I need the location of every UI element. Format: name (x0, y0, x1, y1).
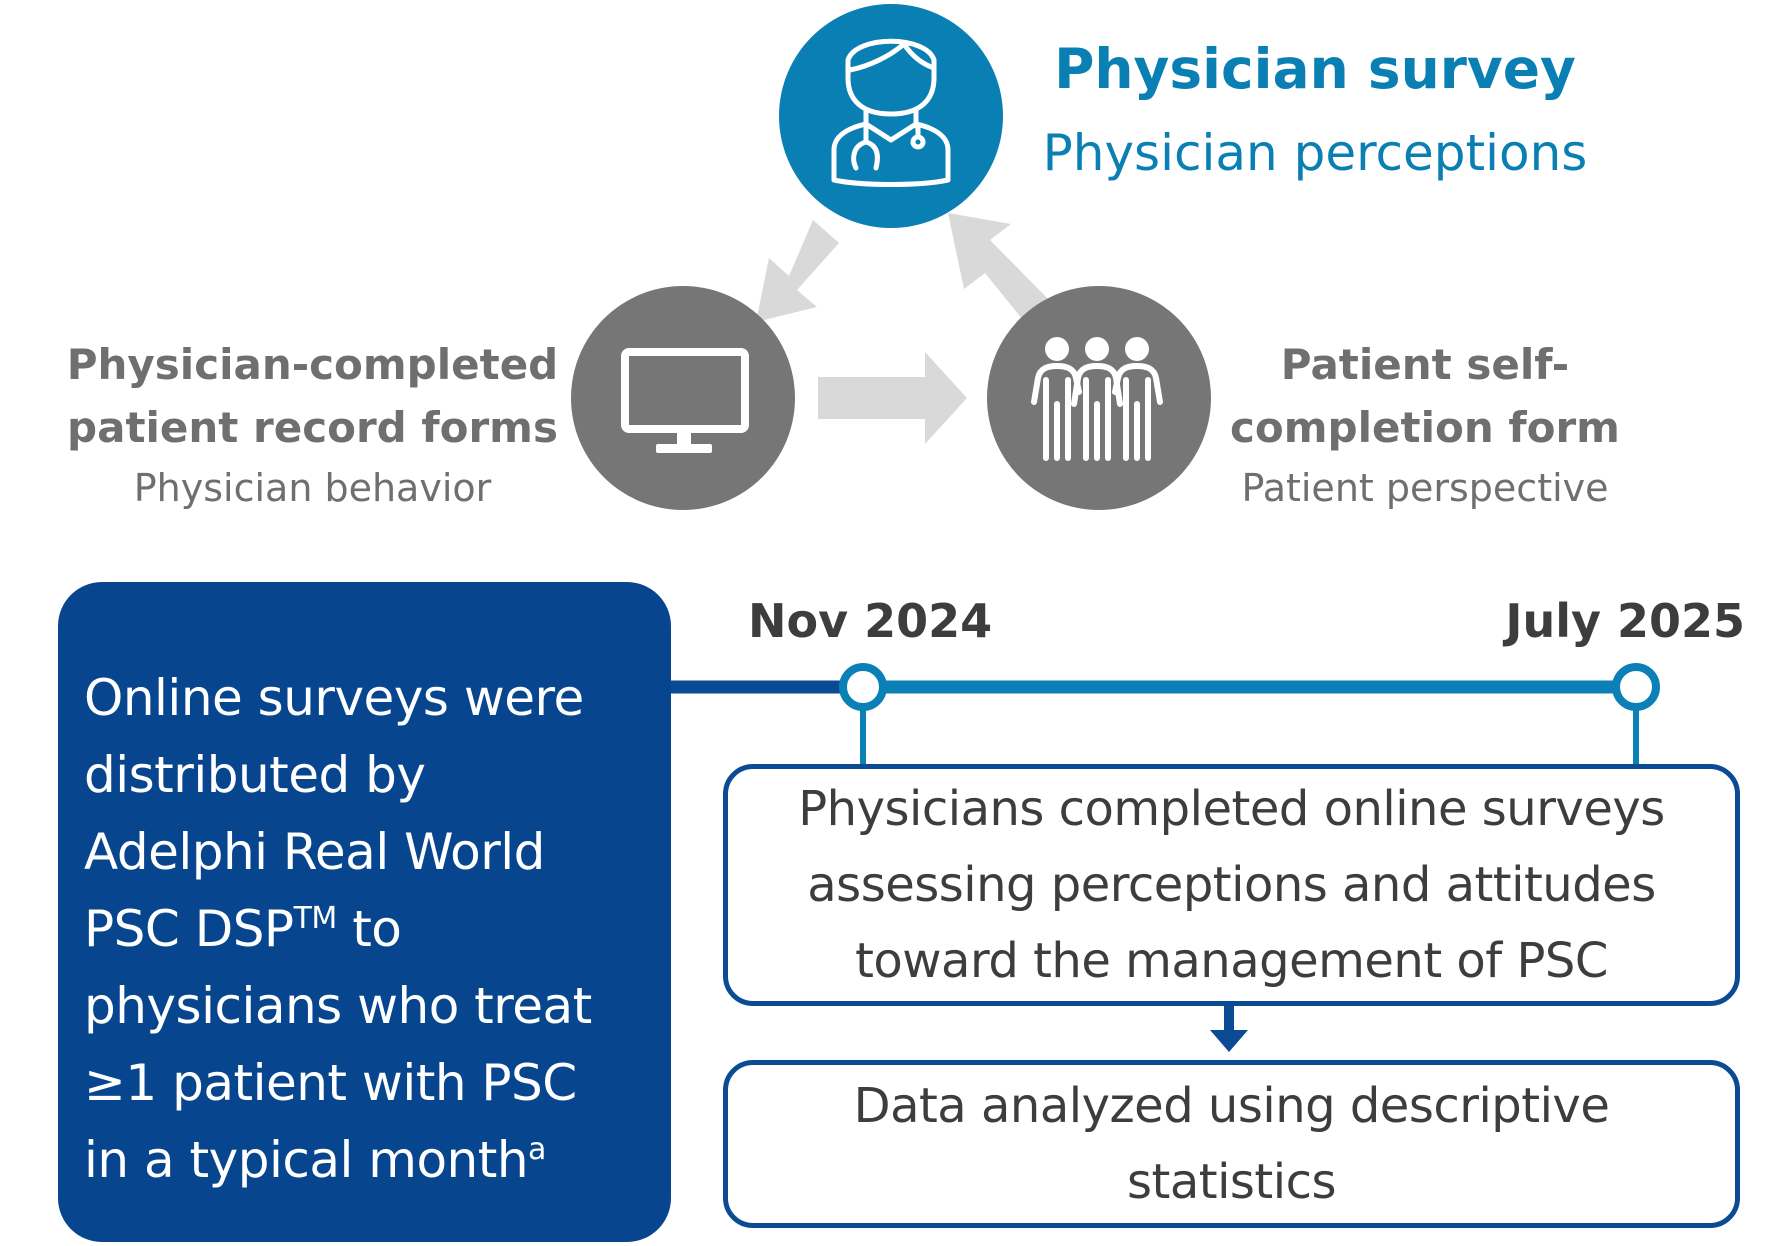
process-box-analysis: Data analyzed using descriptive statisti… (723, 1060, 1740, 1228)
info-line-3: Adelphi Real World (84, 823, 545, 881)
computer-monitor-icon (571, 286, 795, 510)
arrow-left-to-right (818, 352, 967, 444)
info-line-6: ≥1 patient with PSC (84, 1054, 577, 1112)
footnote-superscript: a (528, 1132, 546, 1167)
info-line-4-main: PSC DSP (84, 900, 294, 958)
process-box-analysis-text: Data analyzed using descriptive statisti… (853, 1078, 1610, 1210)
left-node-subtitle: Physician behavior (133, 466, 492, 510)
timeline-start-label: Nov 2024 (748, 594, 993, 648)
timeline-start-marker (839, 663, 887, 711)
top-node-subtitle: Physician perceptions (1042, 124, 1588, 182)
left-node-label: Physician-completed patient record forms… (40, 333, 585, 517)
top-node-title: Physician survey (1054, 37, 1576, 101)
info-line-4: PSC DSPTM to (84, 891, 671, 968)
right-node-subtitle: Patient perspective (1241, 466, 1609, 510)
arrow-top-to-left (756, 220, 839, 322)
trademark-superscript: TM (293, 901, 338, 936)
left-node-title-line1: Physician-completed (66, 340, 559, 389)
down-arrow-icon (1210, 1002, 1248, 1052)
info-line-7: in a typical montha (84, 1122, 671, 1199)
patients-group-icon (987, 286, 1211, 510)
process-box-surveys: Physicians completed online surveys asse… (723, 764, 1740, 1006)
physician-icon (779, 4, 1003, 228)
right-node-label: Patient self- completion form Patient pe… (1215, 333, 1635, 517)
info-line-4-end: to (336, 900, 402, 958)
timeline (671, 663, 1660, 764)
timeline-end-marker (1612, 663, 1660, 711)
right-node-title-line1: Patient self- (1280, 340, 1570, 389)
info-line-1: Online surveys were (84, 669, 584, 727)
info-line-2: distributed by (84, 746, 426, 804)
info-line-5: physicians who treat (84, 977, 592, 1035)
left-node-title-line2: patient record forms (67, 403, 558, 452)
arrow-right-to-top (948, 213, 1054, 325)
info-line-7-main: in a typical month (84, 1131, 529, 1189)
survey-info-box: Online surveys were distributed by Adelp… (58, 582, 671, 1242)
timeline-end-label: July 2025 (1505, 594, 1745, 648)
process-box-surveys-text: Physicians completed online surveys asse… (798, 781, 1665, 989)
right-node-title-line2: completion form (1230, 403, 1620, 452)
